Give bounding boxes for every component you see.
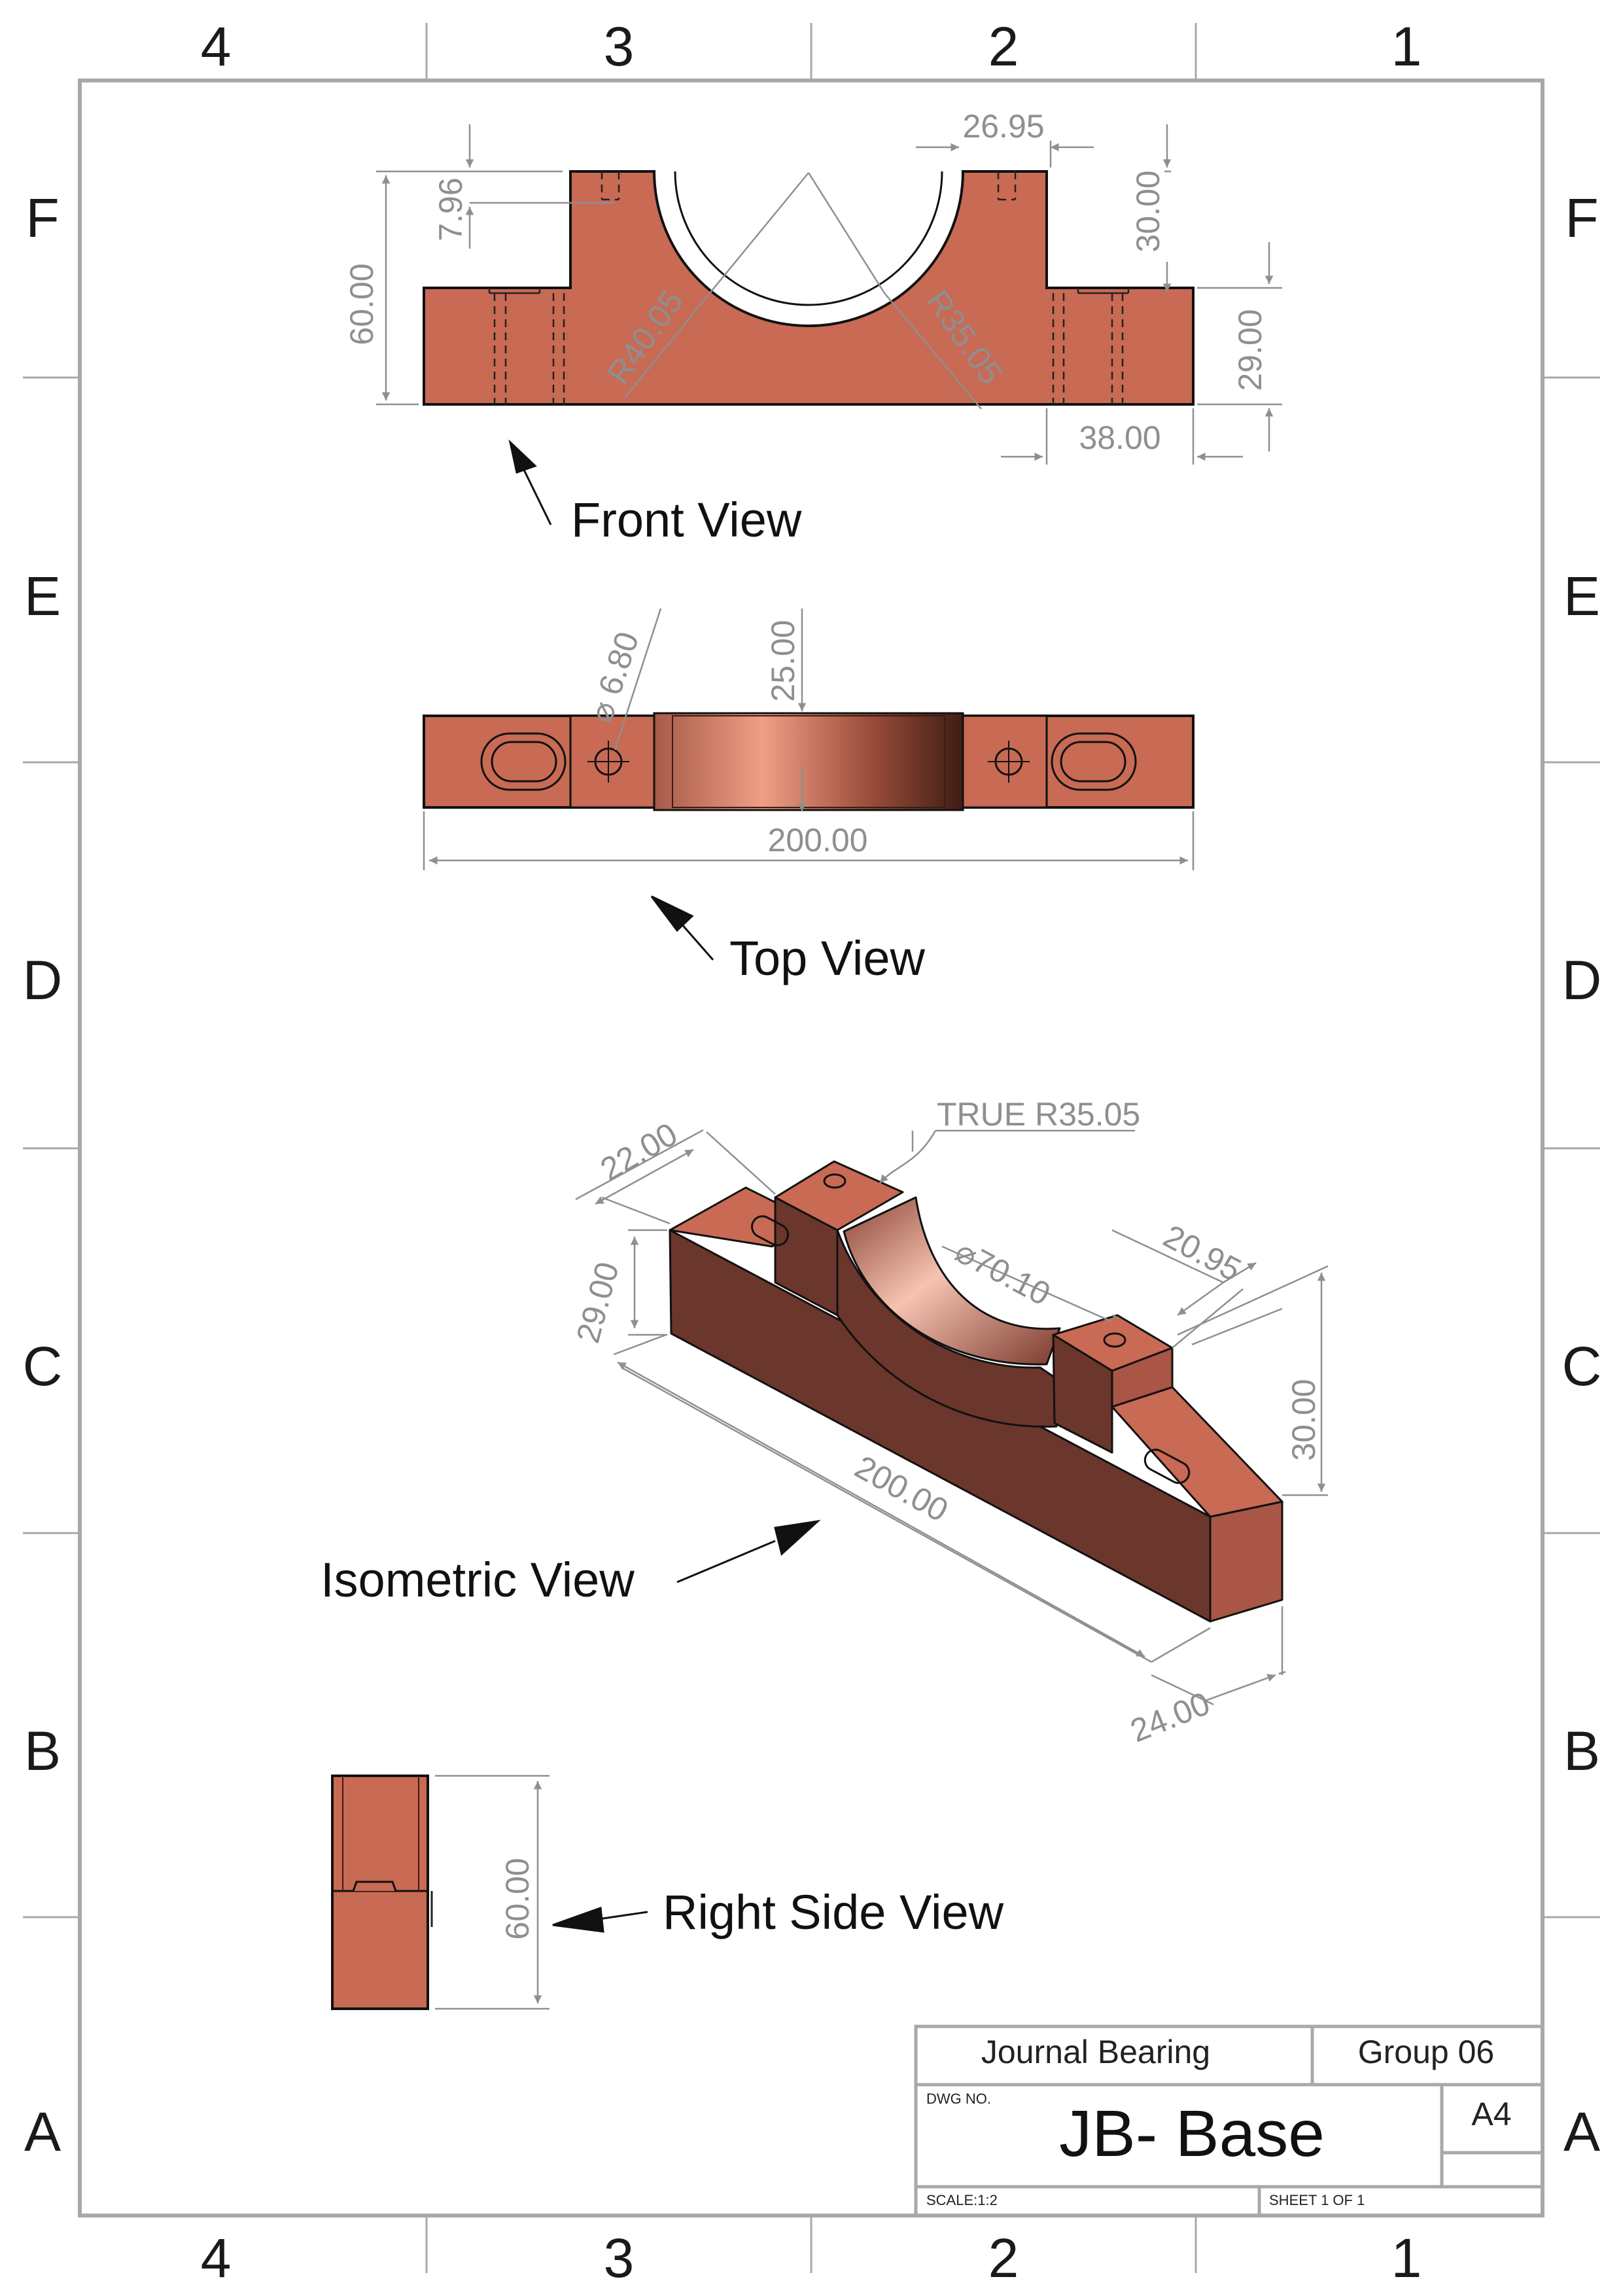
zone-row-f-right: F xyxy=(1565,187,1598,249)
zone-row-a-left: A xyxy=(24,2101,61,2163)
zone-col-1-top: 1 xyxy=(1391,16,1422,77)
zone-col-2-top: 2 xyxy=(988,16,1019,77)
title-block-sheet: SHEET 1 OF 1 xyxy=(1269,2192,1365,2208)
dim-iso-step-width: 20.95 xyxy=(1158,1218,1248,1288)
dim-iso-boss-height: 30.00 xyxy=(1285,1379,1322,1460)
top-view-bore xyxy=(653,712,964,811)
dim-front-overall-height: 60.00 xyxy=(343,263,380,345)
dim-iso-true-radius: TRUE R35.05 xyxy=(937,1096,1140,1133)
zone-col-2-bottom: 2 xyxy=(988,2227,1019,2289)
zone-row-e-left: E xyxy=(24,565,61,627)
title-block: Journal Bearing Group 06 DWG NO. JB- Bas… xyxy=(914,2024,1544,2217)
front-view: 26.95 30.00 7.96 60.00 R40.05 R35.05 29.… xyxy=(343,108,1282,547)
zone-col-3-top: 3 xyxy=(604,16,635,77)
label-right-side-view: Right Side View xyxy=(663,1885,1004,1939)
label-front-view: Front View xyxy=(571,493,802,547)
dim-top-overall-length: 200.00 xyxy=(768,822,868,858)
zone-row-c-left: C xyxy=(23,1335,63,1397)
zone-col-4-bottom: 4 xyxy=(201,2227,232,2289)
label-isometric-view: Isometric View xyxy=(321,1553,635,1607)
zone-row-b-left: B xyxy=(24,1720,61,1782)
dim-top-bore-width: 25.00 xyxy=(765,620,801,701)
title-block-dwg-label: DWG NO. xyxy=(926,2091,991,2107)
title-block-group: Group 06 xyxy=(1358,2034,1494,2070)
zone-row-d-left: D xyxy=(23,949,63,1011)
zone-column-labels: 4 3 2 1 4 3 2 1 xyxy=(201,16,1422,2289)
title-block-scale: SCALE:1:2 xyxy=(926,2192,998,2208)
dim-top-hole-diameter: ⌀ 6.80 xyxy=(582,627,646,727)
title-block-dwg-number: JB- Base xyxy=(1059,2097,1325,2170)
zone-row-e-right: E xyxy=(1563,565,1600,627)
right-side-view: 60.00 Right Side View xyxy=(331,1775,1004,2010)
zone-row-d-right: D xyxy=(1562,949,1602,1011)
zone-col-3-bottom: 3 xyxy=(604,2227,635,2289)
label-top-view: Top View xyxy=(729,931,925,985)
front-view-part xyxy=(423,170,1195,406)
dim-iso-thickness: 24.00 xyxy=(1125,1685,1215,1750)
zone-col-1-bottom: 1 xyxy=(1391,2227,1422,2289)
dim-front-hole-depth: 7.96 xyxy=(432,177,469,241)
dim-front-base-height: 29.00 xyxy=(1232,309,1268,391)
zone-row-b-right: B xyxy=(1563,1720,1600,1782)
dim-iso-base-height: 29.00 xyxy=(569,1258,625,1347)
zone-row-f-left: F xyxy=(26,187,59,249)
zone-col-4-top: 4 xyxy=(201,16,232,77)
sheet-border xyxy=(23,23,1600,2273)
title-block-size: A4 xyxy=(1471,2096,1511,2132)
zone-row-c-right: C xyxy=(1562,1335,1602,1397)
title-block-title: Journal Bearing xyxy=(981,2034,1210,2070)
zone-row-a-right: A xyxy=(1563,2101,1600,2163)
dim-front-base-step: 38.00 xyxy=(1079,419,1161,456)
dim-right-height: 60.00 xyxy=(499,1858,536,1939)
dim-iso-boss-depth: 22.00 xyxy=(594,1116,683,1188)
zone-row-labels: F E D C B A F E D C B A xyxy=(23,187,1602,2163)
right-side-part xyxy=(331,1775,429,2010)
dim-front-top-width: 26.95 xyxy=(962,108,1044,145)
dim-front-boss-height: 30.00 xyxy=(1130,170,1166,252)
top-view: ⌀ 6.80 25.00 200.00 Top View xyxy=(423,608,1195,985)
